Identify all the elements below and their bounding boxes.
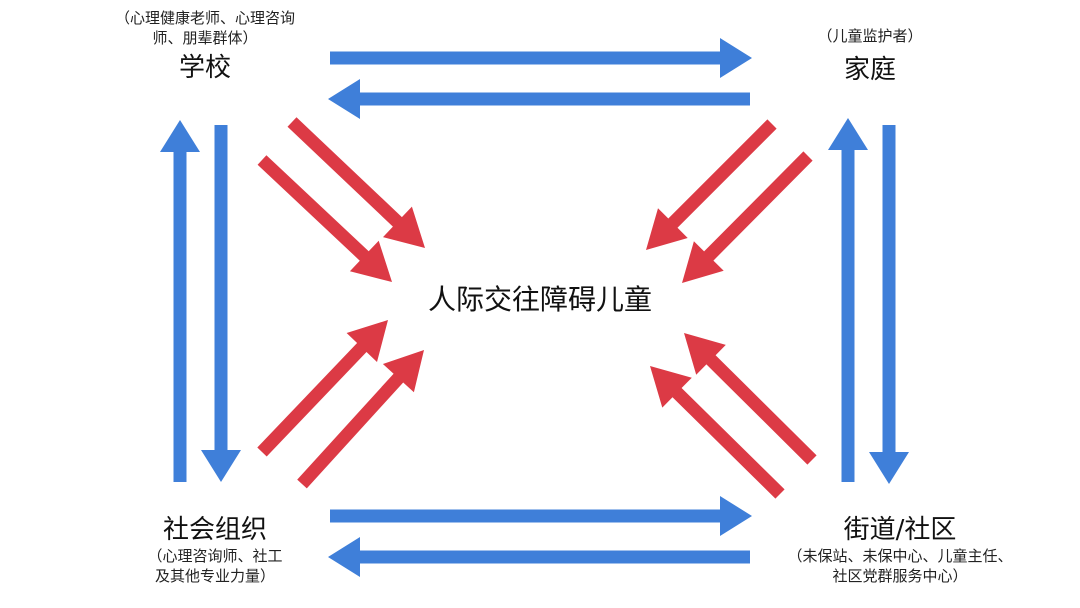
school-note-line2: 师、朋辈群体） [152, 29, 258, 47]
arrow-family-to-center-1 [646, 119, 777, 251]
social-org-title: 社会组织 [162, 515, 267, 545]
family-note: （儿童监护者） [817, 27, 923, 45]
arrow-family-to-community [869, 125, 909, 484]
arrow-school-to-center-1 [287, 117, 425, 248]
node-community: 街道/社区 （未保站、未保中心、儿童主任、 社区党群服务中心） [740, 514, 1060, 586]
social-org-note-line1: （心理咨询师、社工 [147, 547, 283, 565]
school-note-line1: （心理健康老师、心理咨询 [114, 9, 295, 27]
arrow-school-to-center-2 [257, 155, 392, 282]
arrow-community-to-center-2 [650, 366, 785, 499]
node-social-org: 社会组织 （心理咨询师、社工 及其他专业力量） [90, 514, 340, 586]
arrow-social-org-to-center-1 [257, 320, 388, 457]
arrow-social-org-to-community [330, 496, 752, 536]
community-note-line2: 社区党群服务中心） [832, 567, 968, 585]
family-title: 家庭 [843, 55, 896, 85]
community-title: 街道/社区 [843, 515, 957, 545]
community-note-line1: （未保站、未保中心、儿童主任、 [787, 547, 1013, 565]
node-school: （心理健康老师、心理咨询 师、朋辈群体） 学校 [60, 8, 350, 84]
arrow-community-to-center-1 [684, 333, 817, 465]
arrow-school-to-family [330, 38, 752, 78]
node-family: （儿童监护者） 家庭 [750, 26, 990, 86]
school-title: 学校 [178, 53, 231, 83]
arrow-community-to-family [828, 118, 868, 482]
center-title: 人际交往障碍儿童 [427, 283, 652, 316]
arrow-social-org-to-school [160, 120, 200, 482]
arrow-family-to-school [328, 79, 750, 119]
arrow-school-to-social-org [201, 125, 241, 482]
arrow-social-org-to-center-2 [297, 350, 424, 489]
arrow-family-to-center-2 [682, 151, 813, 283]
social-org-note-line2: 及其他专业力量） [154, 567, 275, 585]
arrow-community-to-social-org [328, 537, 750, 577]
